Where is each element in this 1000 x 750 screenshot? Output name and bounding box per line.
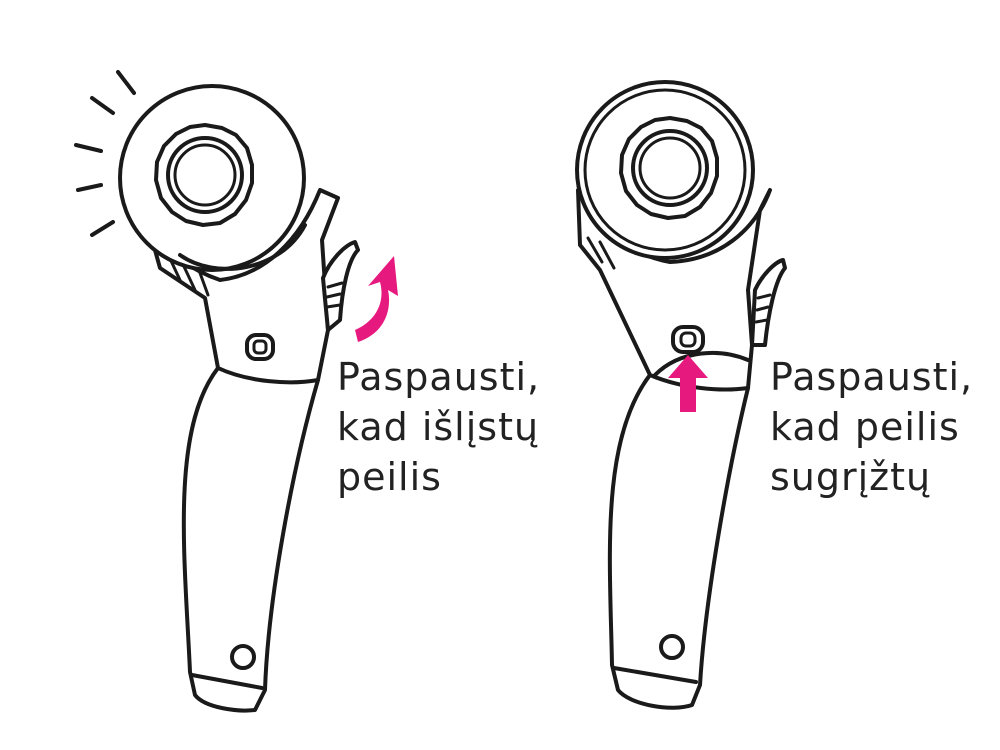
retract-button — [245, 333, 275, 361]
caption-extend-blade: Paspausti, kad išlįstų peilis — [337, 352, 540, 502]
cutter-handle — [607, 373, 750, 710]
rotary-cutter-open — [74, 70, 398, 713]
motion-lines-icon — [74, 70, 136, 237]
retract-button — [671, 325, 705, 354]
caption-line: sugrįžtų — [770, 455, 932, 499]
cutter-handle — [181, 366, 320, 713]
caption-line: kad išlįstų — [337, 405, 540, 449]
trigger-lever — [750, 258, 787, 347]
caption-line: kad peilis — [770, 405, 960, 449]
hanging-hole — [230, 644, 256, 670]
hanging-hole — [659, 634, 685, 660]
caption-line: peilis — [337, 455, 442, 499]
trigger-lever — [321, 240, 360, 332]
caption-line: Paspausti, — [770, 355, 974, 399]
caption-retract-blade: Paspausti, kad peilis sugrįžtų — [770, 352, 973, 502]
caption-line: Paspausti, — [337, 355, 541, 399]
rotary-cutter-closed — [575, 80, 787, 710]
straight-arrow-up — [668, 355, 708, 412]
curved-arrow-up — [355, 256, 398, 342]
